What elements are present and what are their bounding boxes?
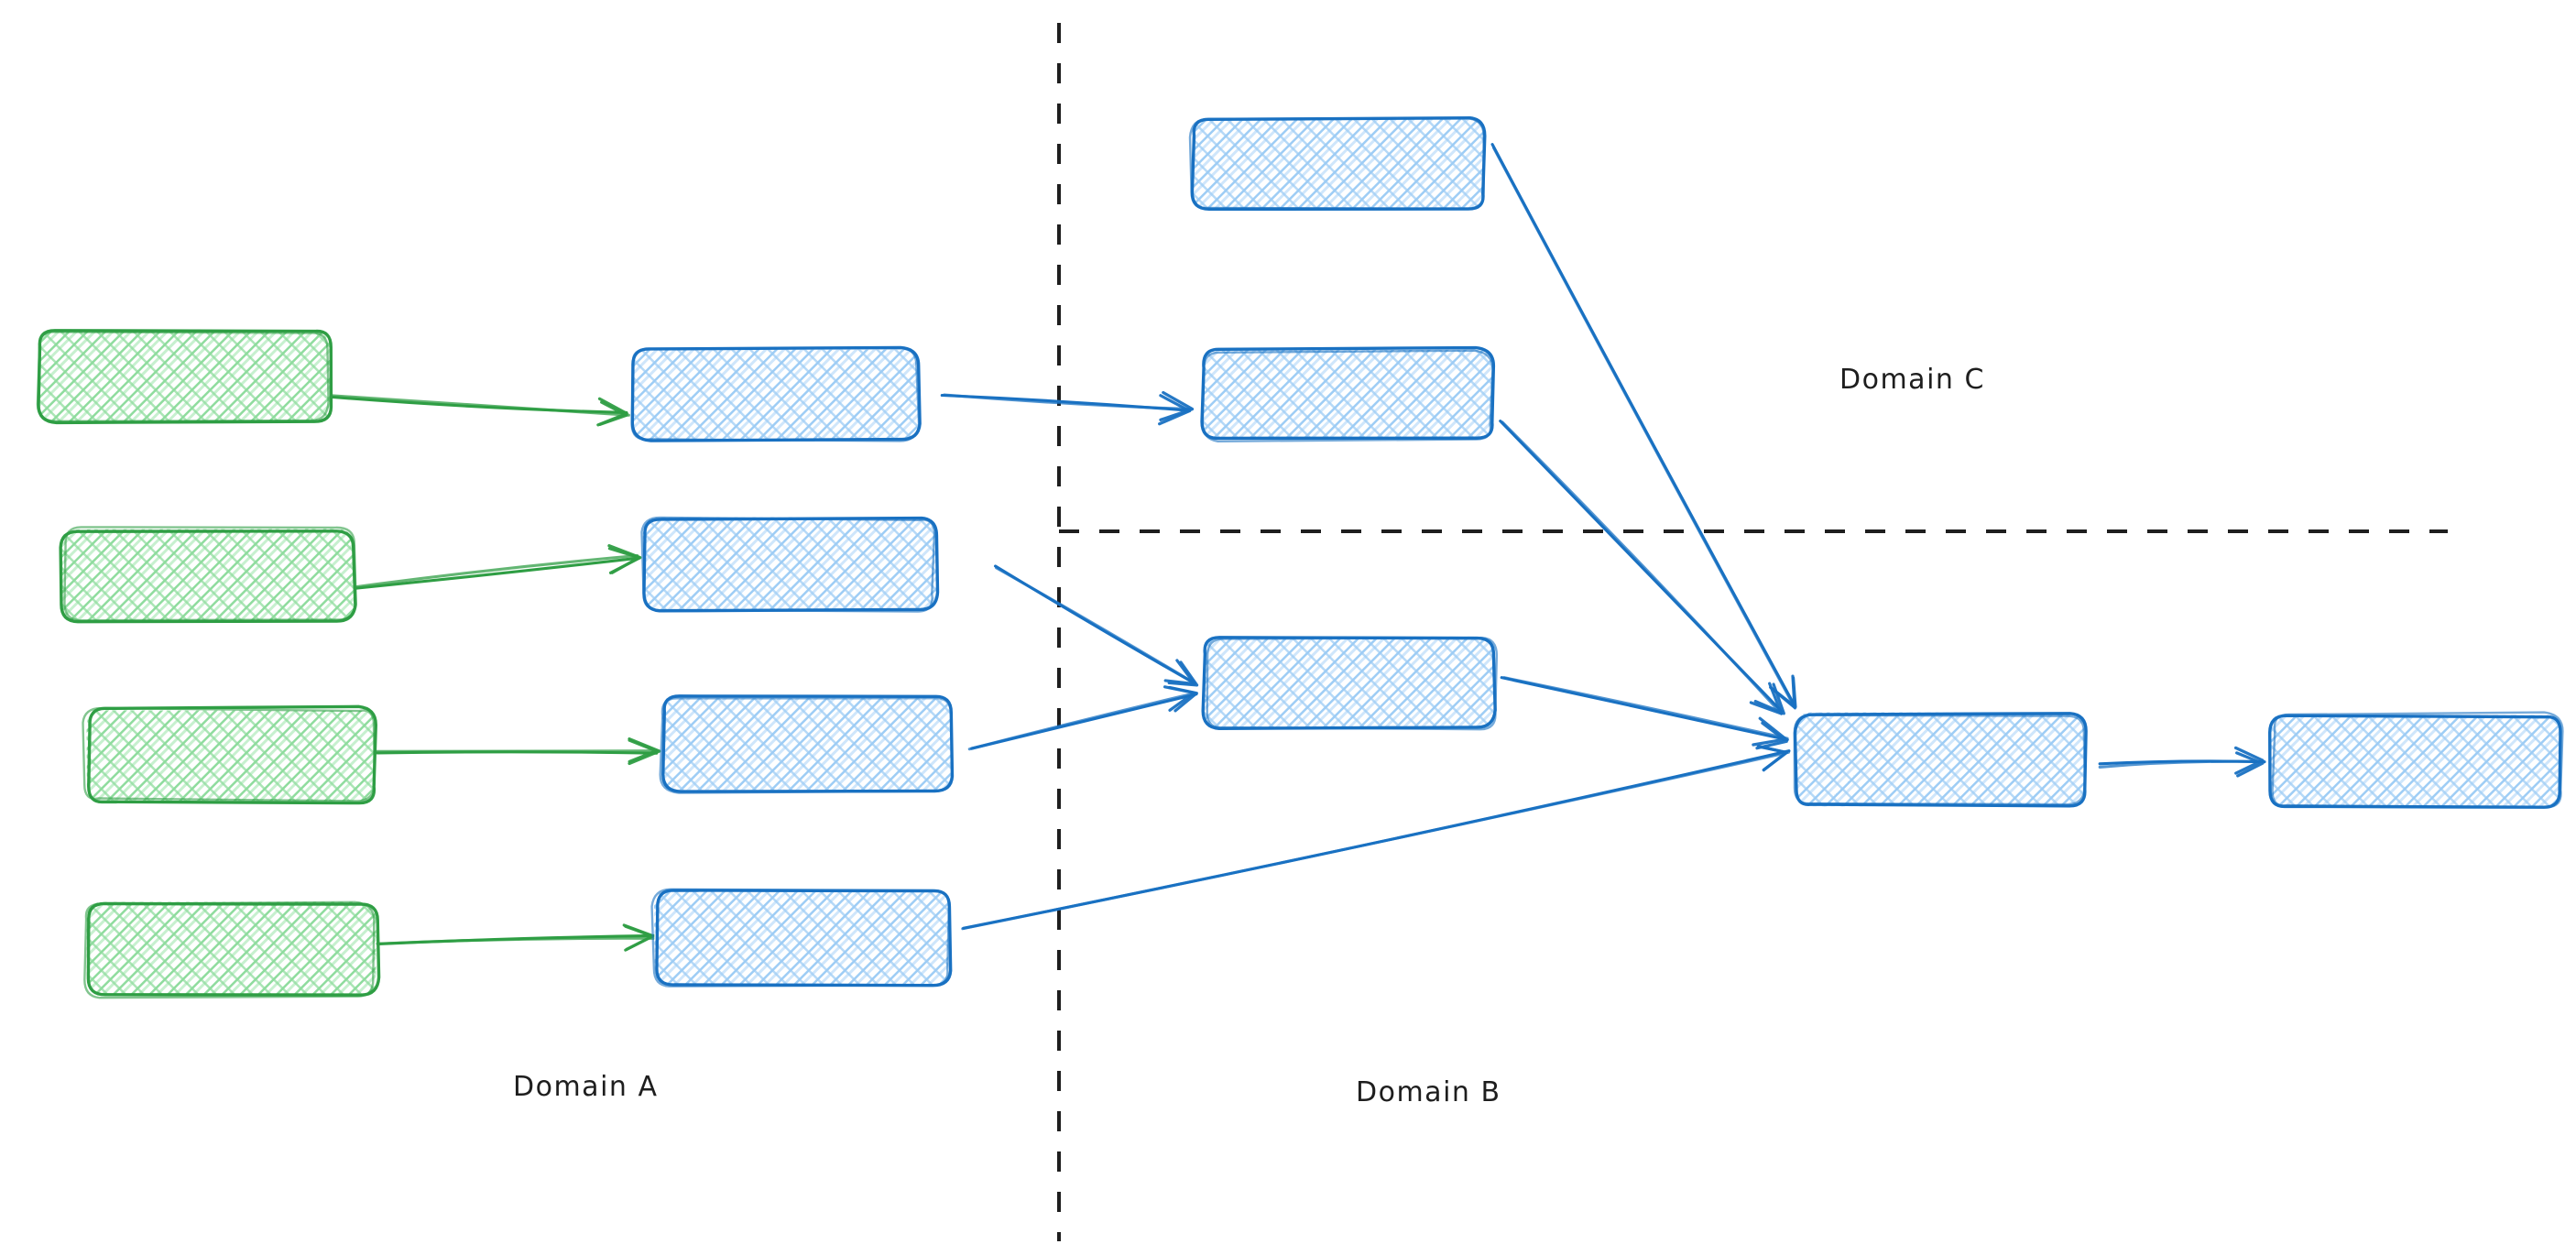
node-m3[interactable] [659,694,955,794]
node-layer [36,116,2564,999]
label-domain-b: Domain B [1356,1076,1501,1108]
node-a1[interactable] [36,329,333,425]
label-domain-c: Domain C [1839,364,1985,396]
node-m2[interactable] [640,516,940,613]
edge-a3-to-m3[interactable] [376,737,661,766]
divider-layer [1057,23,2448,1241]
edge-b2-to-c1[interactable] [1499,420,1785,715]
node-c1[interactable] [1793,712,2088,808]
edge-b3-to-c1[interactable] [1500,676,1789,750]
label-domain-a: Domain A [513,1071,658,1103]
node-a2[interactable] [59,526,357,624]
edge-a4-to-m4[interactable] [376,923,656,952]
node-m4[interactable] [650,888,953,988]
edge-c1-to-c2[interactable] [2098,746,2266,778]
node-b2[interactable] [1200,345,1496,442]
domain-label-layer: Domain A Domain B Domain C [513,364,1985,1108]
edge-layer [331,143,2266,952]
node-m1[interactable] [630,345,922,442]
edge-a2-to-m2[interactable] [354,544,642,590]
edge-m1-to-b2[interactable] [940,390,1195,426]
edge-b1-to-c1[interactable] [1490,143,1797,710]
edge-m4-to-c1[interactable] [961,744,1791,931]
node-a3[interactable] [82,704,377,805]
edge-m3-to-b3[interactable] [967,685,1198,751]
node-a4[interactable] [83,900,381,999]
node-c2[interactable] [2268,711,2564,809]
node-b3[interactable] [1201,636,1499,731]
node-b1[interactable] [1188,116,1487,211]
edge-a1-to-m1[interactable] [331,394,630,427]
edge-m2-to-b3[interactable] [993,564,1199,687]
